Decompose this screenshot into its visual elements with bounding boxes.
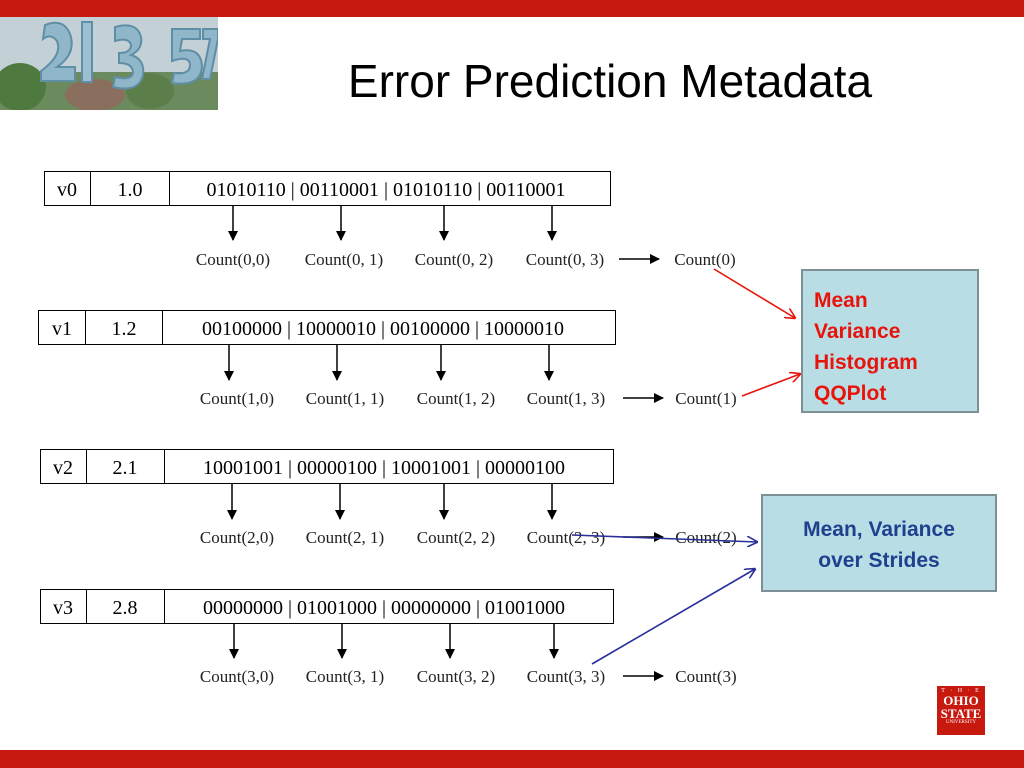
- row-v2-count-4: Count(2, 3): [527, 528, 605, 547]
- stats-qqplot: QQPlot: [814, 382, 887, 405]
- row-v3-bits: 00000000 | 01001000 | 00000000 | 0100100…: [203, 597, 565, 619]
- row-v3-total: Count(3): [675, 667, 736, 686]
- red-arrow-count1-to-stats: [741, 374, 800, 397]
- bottom-accent-bar: [0, 750, 1024, 768]
- row-v1-count-4: Count(1, 3): [527, 389, 605, 408]
- row-v2-count-1: Count(2,0): [200, 528, 274, 547]
- row-v1-count-1: Count(1,0): [200, 389, 274, 408]
- row-v0-count-4: Count(0, 3): [526, 250, 604, 269]
- logo-the: T · H · E: [941, 688, 981, 694]
- red-arrow-count0-to-stats: [713, 268, 795, 318]
- row-v2-bits: 10001001 | 00000100 | 10001001 | 0000010…: [203, 457, 565, 479]
- row-v0-name: v0: [57, 179, 77, 201]
- row-v3-count-3: Count(3, 2): [417, 667, 495, 686]
- row-v0-count-3: Count(0, 2): [415, 250, 493, 269]
- row-v3-count-2: Count(3, 1): [306, 667, 384, 686]
- row-v2-total: Count(2): [675, 528, 736, 547]
- stride-line-2: over Strides: [818, 549, 940, 572]
- row-v3-value: 2.8: [113, 597, 138, 619]
- row-v0-frame: [44, 171, 611, 206]
- stats-mean: Mean: [814, 289, 868, 312]
- row-v0-count-2: Count(0, 1): [305, 250, 383, 269]
- row-v3-frame: [40, 589, 614, 624]
- ohio-state-logo: T · H · E OHIO STATE UNIVERSITY: [937, 686, 985, 735]
- row-v3: v3 2.8 00000000 | 01001000 | 00000000 | …: [40, 589, 737, 686]
- row-v1-count-2: Count(1, 1): [306, 389, 384, 408]
- row-v3-count-1: Count(3,0): [200, 667, 274, 686]
- row-v0-value: 1.0: [118, 179, 143, 201]
- logo-ohio: OHIO: [943, 693, 979, 708]
- row-v3-name: v3: [53, 597, 73, 619]
- blue-arrow-count23-to-strides: [571, 534, 757, 542]
- row-v2-count-2: Count(2, 1): [306, 528, 384, 547]
- blue-arrow-count33-to-strides: [591, 569, 755, 665]
- row-v1-count-3: Count(1, 2): [417, 389, 495, 408]
- logo-state: STATE: [940, 706, 982, 721]
- row-v0-total: Count(0): [674, 250, 735, 269]
- page-title: Error Prediction Metadata: [347, 55, 873, 107]
- stride-line-1: Mean, Variance: [803, 518, 955, 541]
- row-v2-value: 2.1: [113, 457, 138, 479]
- stats-histogram: Histogram: [814, 351, 918, 374]
- row-v1-name: v1: [52, 318, 72, 340]
- row-v1-frame: [38, 310, 616, 345]
- row-v2-frame: [40, 449, 614, 484]
- sculpture-photo-icon: [0, 17, 218, 110]
- row-v2: v2 2.1 10001001 | 00000100 | 10001001 | …: [40, 449, 737, 547]
- stats-variance: Variance: [814, 320, 901, 343]
- top-accent-bar: [0, 0, 1024, 17]
- row-v0: v0 1.0 01010110 | 00110001 | 01010110 | …: [44, 171, 736, 269]
- header-photo: [0, 17, 218, 110]
- stats-box: Mean Variance Histogram QQPlot: [801, 269, 979, 413]
- row-v1-bits: 00100000 | 10000010 | 00100000 | 1000001…: [202, 318, 564, 340]
- row-v0-count-1: Count(0,0): [196, 250, 270, 269]
- row-v1: v1 1.2 00100000 | 10000010 | 00100000 | …: [38, 310, 737, 408]
- row-v2-name: v2: [53, 457, 73, 479]
- stride-box: Mean, Variance over Strides: [761, 494, 997, 592]
- row-v3-count-4: Count(3, 3): [527, 667, 605, 686]
- row-v1-total: Count(1): [675, 389, 736, 408]
- row-v0-bits: 01010110 | 00110001 | 01010110 | 0011000…: [206, 179, 565, 201]
- row-v1-value: 1.2: [112, 318, 137, 340]
- row-v2-count-3: Count(2, 2): [417, 528, 495, 547]
- logo-university: UNIVERSITY: [946, 720, 976, 725]
